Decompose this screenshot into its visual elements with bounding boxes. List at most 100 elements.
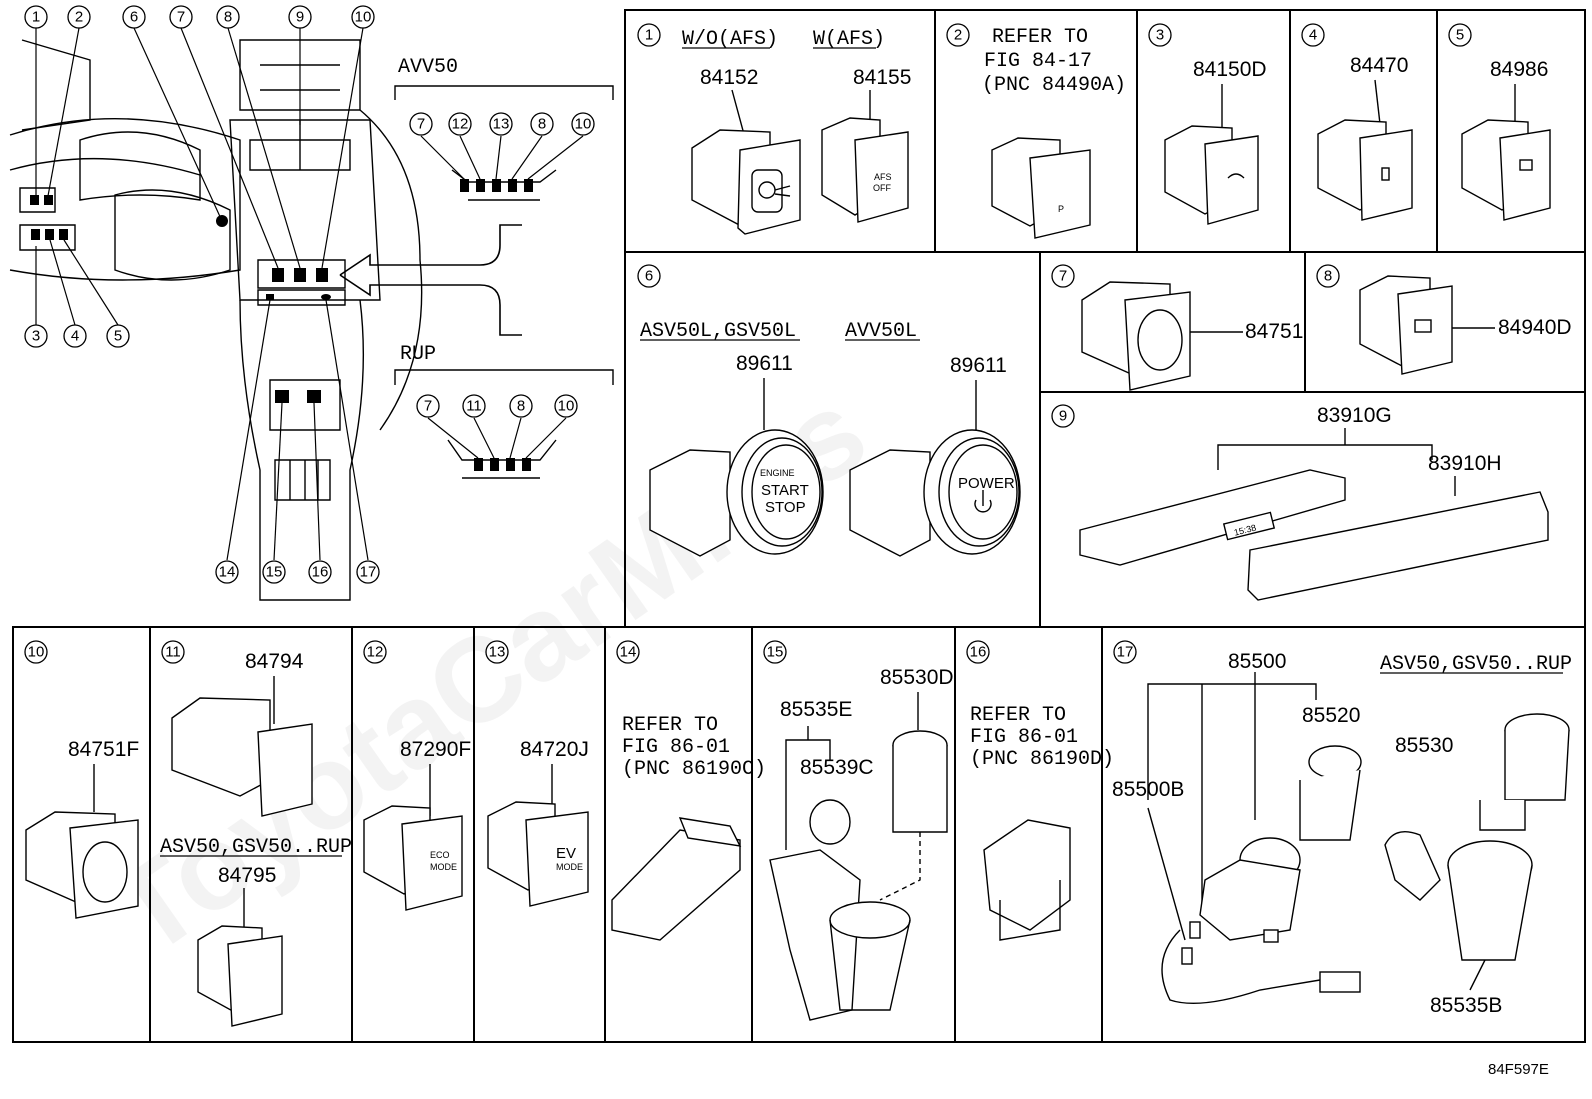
variant-label: ASV50,GSV50..RUP	[160, 836, 352, 859]
switch-84490a-drawing: P	[991, 137, 1091, 239]
refer-text: FIG 86-01	[970, 726, 1078, 749]
avv50-group	[394, 85, 614, 201]
part-number: 84150D	[1193, 58, 1267, 81]
overview-callouts	[24, 5, 595, 584]
afs-off-text: OFF	[873, 183, 891, 193]
panel-num: 12	[367, 644, 384, 661]
refer-text: FIG 86-01	[622, 736, 730, 759]
panel-num: 13	[489, 644, 506, 661]
part-number: 84794	[245, 650, 304, 673]
part-number: 84751F	[68, 738, 139, 761]
engine-text: ENGINE	[760, 468, 795, 478]
switch-84986-drawing	[1461, 84, 1551, 221]
part-number: 89611	[950, 354, 1007, 377]
part-number: 84155	[853, 66, 911, 89]
switch-86190c-drawing	[611, 817, 742, 941]
switch-84155-drawing	[821, 90, 909, 223]
refer-text: REFER TO	[622, 714, 718, 737]
switch-84940d-drawing	[1359, 275, 1495, 375]
variant-label: ASV50L,GSV50L	[640, 320, 796, 343]
rup-switch-row	[474, 458, 531, 471]
panel-num: 17	[1117, 644, 1134, 661]
avv50-callout: 8	[538, 116, 546, 133]
part-number: 85500	[1228, 650, 1286, 673]
variant-label: AVV50L	[845, 320, 917, 343]
part-number: 84470	[1350, 54, 1408, 77]
variant-label: W(AFS)	[813, 28, 885, 51]
dimmer-switch-84751f-drawing	[25, 764, 139, 919]
stop-text: STOP	[765, 499, 806, 516]
part-number: 85535E	[780, 698, 852, 721]
rup-label: RUP	[400, 343, 436, 366]
panel-num: 1	[645, 27, 653, 44]
power-button-drawing	[849, 380, 1021, 557]
panel-num: 2	[954, 27, 962, 44]
part-number: 85520	[1302, 704, 1360, 727]
switch-84470-drawing	[1317, 79, 1413, 221]
socket-15-drawing	[769, 692, 948, 1021]
afs-off-text: AFS	[874, 172, 892, 182]
callout-4: 4	[71, 328, 79, 345]
power-text: POWER	[958, 475, 1015, 492]
svg-text:P: P	[1058, 204, 1064, 214]
panel-num: 6	[645, 268, 653, 285]
part-number: 84940D	[1498, 316, 1572, 339]
panel-num: 10	[28, 644, 45, 661]
rup-callout: 10	[558, 398, 575, 415]
part-number: 84795	[218, 864, 276, 887]
part-number: 89611	[736, 352, 793, 375]
part-number: 84751	[1245, 320, 1303, 343]
panel-numbers: 1 2 3 4 5 6 7 8 9 10 11 12 13 14 15 16 1…	[28, 27, 1465, 661]
overview-callout-numbers: 1 2 6 7 8 9 10 3 4 5 14 15 16 17 7 12 13…	[32, 9, 592, 581]
panel-num: 15	[767, 644, 784, 661]
switch-84795-drawing	[197, 888, 283, 1027]
variant-label: ASV50,GSV50..RUP	[1380, 653, 1572, 676]
part-number: 83910H	[1428, 452, 1502, 475]
part-number: 84720J	[520, 738, 589, 761]
avv50-callout: 12	[452, 116, 469, 133]
panel-num: 9	[1059, 408, 1067, 425]
panel-num: 3	[1156, 27, 1164, 44]
ev-text: EV	[556, 845, 576, 862]
mode-text: MODE	[556, 862, 583, 872]
panel-num: 16	[970, 644, 987, 661]
callout-2: 2	[75, 9, 83, 26]
panel-num: 4	[1309, 27, 1317, 44]
callout-17: 17	[360, 564, 377, 581]
pointer-arrow	[339, 224, 522, 336]
switch-86190d-drawing	[983, 819, 1071, 941]
avv50-callout: 7	[417, 116, 425, 133]
switch-84152-drawing	[691, 89, 801, 235]
engine-start-button-drawing	[649, 378, 824, 557]
ev-mode-switch-drawing	[487, 764, 589, 907]
callout-10: 10	[355, 9, 372, 26]
panel-grid	[12, 9, 1586, 1043]
panel-num: 14	[620, 644, 637, 661]
rup-group	[394, 369, 614, 479]
rup-callout: 11	[466, 398, 482, 415]
callout-8: 8	[224, 9, 232, 26]
part-number: 83910G	[1317, 404, 1392, 427]
switch-84150d-drawing	[1164, 84, 1259, 225]
callout-15: 15	[266, 564, 283, 581]
clock-panel-drawing	[1079, 428, 1549, 601]
panel-num: 11	[165, 644, 181, 661]
callout-16: 16	[312, 564, 329, 581]
rup-callout: 7	[424, 398, 432, 415]
rup-callout: 8	[517, 398, 525, 415]
switch-84794-drawing	[171, 676, 313, 817]
avv50-switch-row	[460, 179, 533, 192]
figure-code: 84F597E	[1488, 1061, 1549, 1078]
avv50-callout: 13	[493, 116, 510, 133]
panel-num: 8	[1324, 268, 1332, 285]
callout-6: 6	[130, 9, 138, 26]
variant-label: W/O(AFS)	[682, 28, 778, 51]
refer-text: (PNC 84490A)	[982, 74, 1126, 97]
avv50-callout: 10	[575, 116, 592, 133]
callout-7: 7	[177, 9, 185, 26]
refer-text: FIG 84-17	[984, 50, 1092, 73]
part-number: 85539C	[800, 756, 874, 779]
callout-14: 14	[219, 564, 236, 581]
refer-text: REFER TO	[970, 704, 1066, 727]
refer-text: REFER TO	[992, 26, 1088, 49]
